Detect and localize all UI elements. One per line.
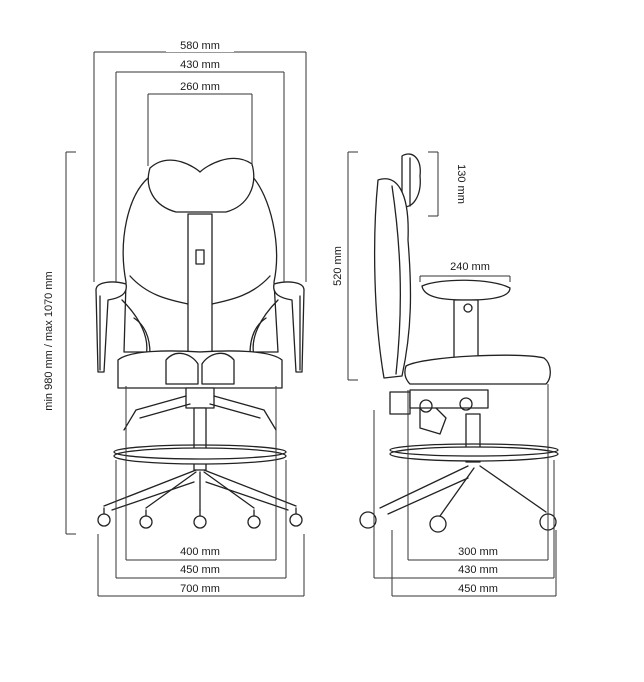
side-view-chair	[359, 153, 559, 533]
front-view-chair	[95, 157, 305, 529]
dim-side-depth-footring: 430 mm	[458, 564, 498, 576]
dim-front-width-footring: 450 mm	[180, 564, 220, 576]
dim-side-seat-depth: 300 mm	[458, 546, 498, 558]
front-dimensions: 580 mm 430 mm 260 mm min 980 mm / max 10…	[43, 38, 307, 597]
dim-front-width-base: 700 mm	[180, 583, 220, 595]
dim-side-headrest-height: 130 mm	[455, 164, 467, 204]
dim-front-width-backrest: 260 mm	[180, 81, 220, 93]
dim-front-width-seat: 400 mm	[180, 546, 220, 558]
dim-front-width-top: 580 mm	[180, 40, 220, 52]
dim-front-height-total: min 980 mm / max 1070 mm	[43, 271, 55, 410]
dim-side-backrest-height: 520 mm	[332, 246, 344, 286]
dim-front-width-armrest: 430 mm	[180, 59, 220, 71]
dim-side-depth-base: 450 mm	[458, 583, 498, 595]
side-dimensions: 130 mm 520 mm 240 mm 300 mm 430 mm 450 m…	[332, 151, 557, 597]
dim-side-armrest-depth: 240 mm	[450, 261, 490, 273]
